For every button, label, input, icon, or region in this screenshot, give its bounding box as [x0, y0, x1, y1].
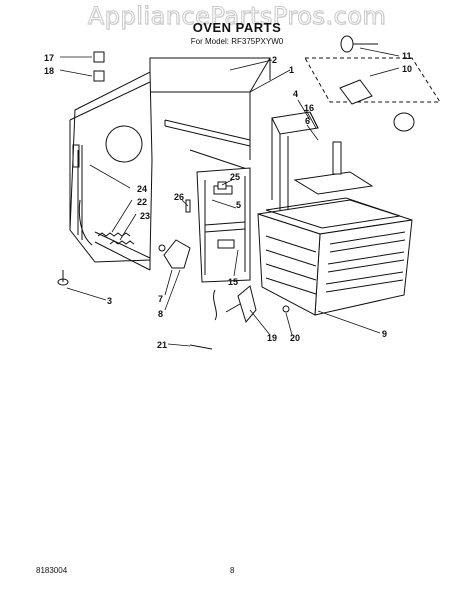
callout-2: 2 [272, 55, 277, 65]
part-21-screw [189, 344, 213, 350]
callout-21: 21 [157, 340, 167, 350]
left-side-panel [69, 71, 153, 271]
callout-10: 10 [402, 64, 412, 74]
page-number: 8 [230, 566, 235, 575]
top-element [293, 171, 374, 195]
part-7-bracket [163, 239, 191, 269]
part-22-spring [97, 232, 131, 237]
part-11-bulb [340, 35, 354, 53]
callout-24: 24 [137, 184, 147, 194]
watermark: AppliancePartsPros.com [87, 2, 387, 31]
callout-3: 3 [107, 296, 112, 306]
callout-7: 7 [158, 294, 163, 304]
element-post [332, 141, 342, 175]
part-8-screw [158, 244, 166, 252]
part-23-spring [109, 240, 135, 245]
callout-15: 15 [228, 277, 238, 287]
callout-18: 18 [44, 66, 54, 76]
footer-code: 8183004 [36, 566, 68, 575]
part-18-clip [93, 70, 105, 82]
callout-9: 9 [382, 329, 387, 339]
page-title: OVEN PARTS [192, 20, 282, 35]
part-20-screw [282, 305, 290, 313]
light-socket [339, 79, 373, 105]
callout-23: 23 [140, 211, 150, 221]
callout-26: 26 [174, 192, 184, 202]
panel-opening [105, 125, 143, 163]
oven-bottom-frame [196, 167, 251, 283]
callout-25: 25 [230, 172, 240, 182]
part-19-hinge [237, 285, 257, 324]
callout-22: 22 [137, 197, 147, 207]
oven-cavity-frame [149, 57, 271, 171]
callout-11: 11 [402, 51, 412, 61]
model-subtitle: For Model: RF375PXYW0 [190, 37, 284, 46]
callout-17: 17 [44, 53, 54, 63]
wire-harness [78, 199, 93, 246]
light-lens [393, 112, 415, 132]
part-17-clip [93, 51, 105, 63]
part-25-bracket [217, 181, 227, 190]
part-15-wire [213, 289, 217, 321]
callout-6: 6 [305, 116, 310, 126]
light-assembly-box [304, 57, 441, 103]
oven-liner-box [257, 197, 413, 316]
callout-1: 1 [289, 65, 294, 75]
callout-19: 19 [267, 333, 277, 343]
callout-20: 20 [290, 333, 300, 343]
callout-16: 16 [304, 103, 314, 113]
callout-4: 4 [293, 89, 298, 99]
callout-5: 5 [236, 200, 241, 210]
callout-8: 8 [158, 309, 163, 319]
